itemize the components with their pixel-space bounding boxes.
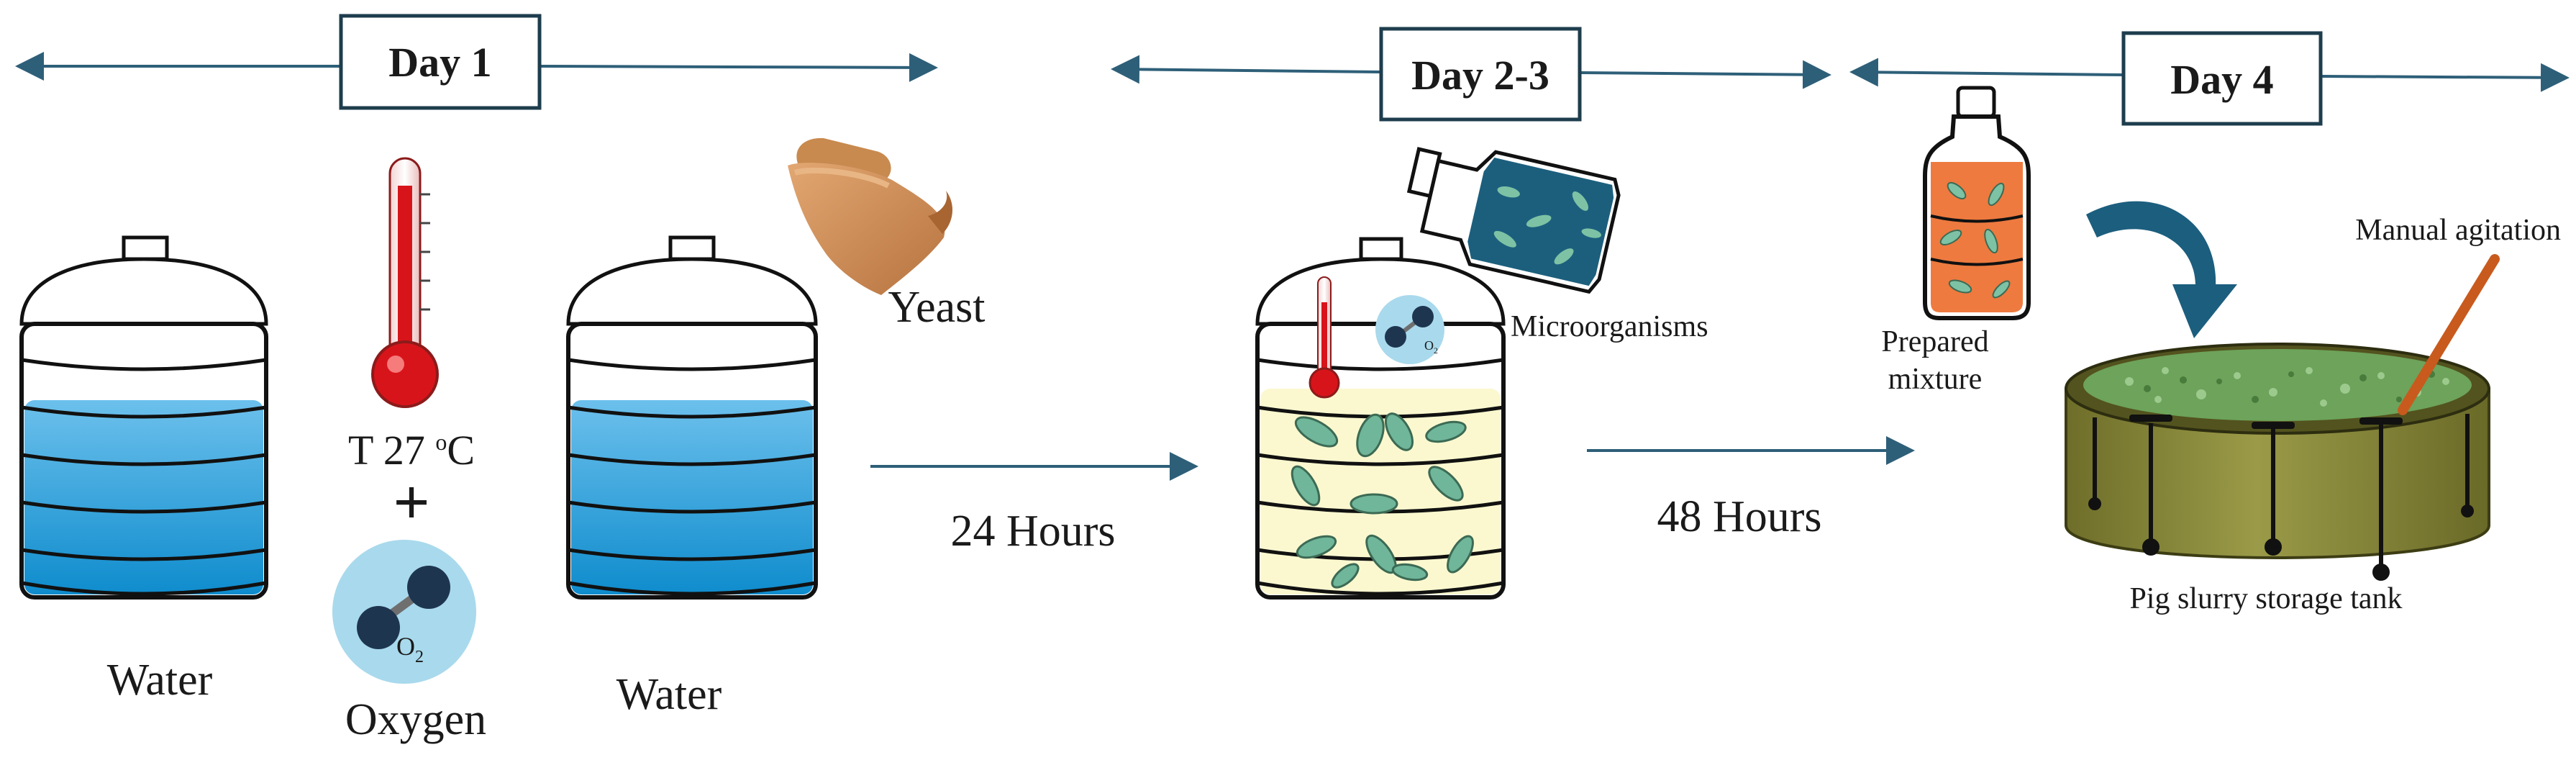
temperature-label: T 27 oC bbox=[348, 427, 475, 474]
day23-box bbox=[1379, 27, 1582, 122]
oxygen-molecule-icon: O2 bbox=[1375, 295, 1444, 364]
day4-box bbox=[2121, 31, 2323, 126]
microorganisms-label: Microorganisms bbox=[1511, 310, 1708, 343]
slurry-tank-icon bbox=[2065, 343, 2490, 581]
culture-tank-icon: O2 bbox=[1255, 237, 1506, 600]
water-right-label: Water bbox=[616, 670, 722, 719]
hours-24-label: 24 Hours bbox=[950, 507, 1115, 556]
day23-label: Day 2-3 bbox=[1411, 52, 1549, 99]
manual-agitation-label: Manual agitation bbox=[2355, 214, 2561, 247]
timeline-day1: Day 1 bbox=[15, 14, 938, 110]
day1-label: Day 1 bbox=[388, 39, 491, 86]
agitation-stick-icon bbox=[2398, 254, 2500, 415]
storage-tank-label: Pig slurry storage tank bbox=[2129, 582, 2402, 615]
microorganism-bottle-icon bbox=[1406, 147, 1621, 294]
oxygen-label: Oxygen bbox=[345, 695, 486, 744]
oxygen-molecule-icon: O2 bbox=[332, 540, 476, 684]
yeast-label: Yeast bbox=[888, 283, 986, 332]
timeline-day4: Day 4 bbox=[1849, 31, 2570, 126]
thermometer-icon bbox=[1309, 276, 1340, 399]
curved-arrow-icon bbox=[2086, 201, 2237, 338]
prepared-mixture-label-line2: mixture bbox=[1888, 363, 1983, 396]
prepared-mixture-label-line1: Prepared bbox=[1881, 325, 1988, 358]
water-tank-icon bbox=[19, 235, 268, 600]
thermometer-icon bbox=[371, 157, 439, 408]
day4-label: Day 4 bbox=[2170, 56, 2273, 103]
timeline-day23: Day 2-3 bbox=[1111, 27, 1831, 122]
hours-48-label: 48 Hours bbox=[1657, 492, 1821, 541]
oxygen-symbol-small: O2 bbox=[1424, 338, 1438, 356]
water-tank-icon bbox=[566, 235, 818, 600]
water-left-label: Water bbox=[107, 656, 213, 705]
prepared-mixture-bottle-icon bbox=[1923, 86, 2031, 320]
microbes bbox=[1291, 412, 1474, 589]
oxygen-symbol: O2 bbox=[396, 632, 424, 666]
yeast-sack-icon bbox=[788, 137, 953, 295]
plus-sign: + bbox=[393, 467, 429, 538]
day1-box bbox=[339, 14, 542, 110]
